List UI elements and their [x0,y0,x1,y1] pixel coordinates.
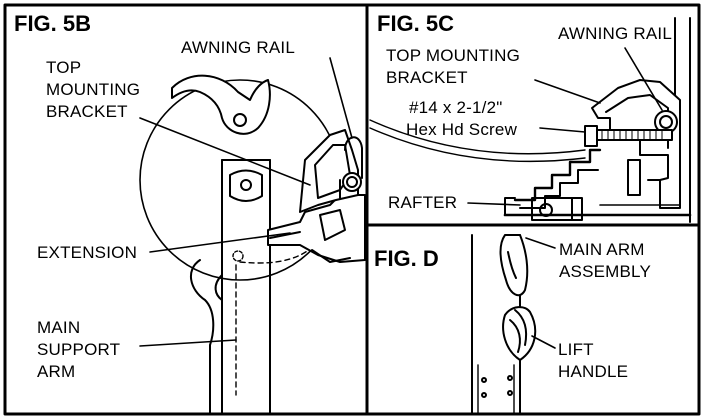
fig5b-main-support-label-2: SUPPORT [37,340,121,359]
fig5b-drawing [139,74,366,415]
fig5c-title: FIG. 5C [377,11,455,36]
fig5b-top-bracket-label-3: BRACKET [46,102,128,121]
fig5b-extension-label: EXTENSION [37,243,138,262]
fig5b-awning-rail-label: AWNING RAIL [181,38,295,57]
fig5c-screw-label-1: #14 x 2-1/2" [409,98,503,117]
fig5c-awning-rail-label: AWNING RAIL [558,24,672,43]
fig5c-screw-label-2: Hex Hd Screw [406,120,518,139]
figd-lift-label-1: LIFT [558,340,594,359]
figd-title: FIG. D [374,246,439,271]
fig5c-top-bracket-label-1: TOP MOUNTING [386,46,521,65]
figd-leaders [525,237,556,349]
fig5b-main-support-label-1: MAIN [37,318,81,337]
figd-main-arm-label-2: ASSEMBLY [559,262,651,281]
figd-drawing [471,234,537,415]
fig5c-top-bracket-label-2: BRACKET [386,68,468,87]
fig5b-top-bracket-label-2: MOUNTING [46,80,141,99]
fig5b-top-bracket-label-1: TOP [46,58,82,77]
figd-main-arm-label-1: MAIN ARM [559,240,645,259]
fig5b-leaders [139,57,353,347]
fig5c-leaders [467,47,663,206]
figd-lift-label-2: HANDLE [558,362,629,381]
fig5b-title: FIG. 5B [14,11,92,36]
fig5b-main-support-label-3: ARM [37,362,76,381]
outer-frame [3,3,701,416]
fig5c-drawing [369,17,692,223]
fig5c-rafter-label: RAFTER [388,193,458,212]
